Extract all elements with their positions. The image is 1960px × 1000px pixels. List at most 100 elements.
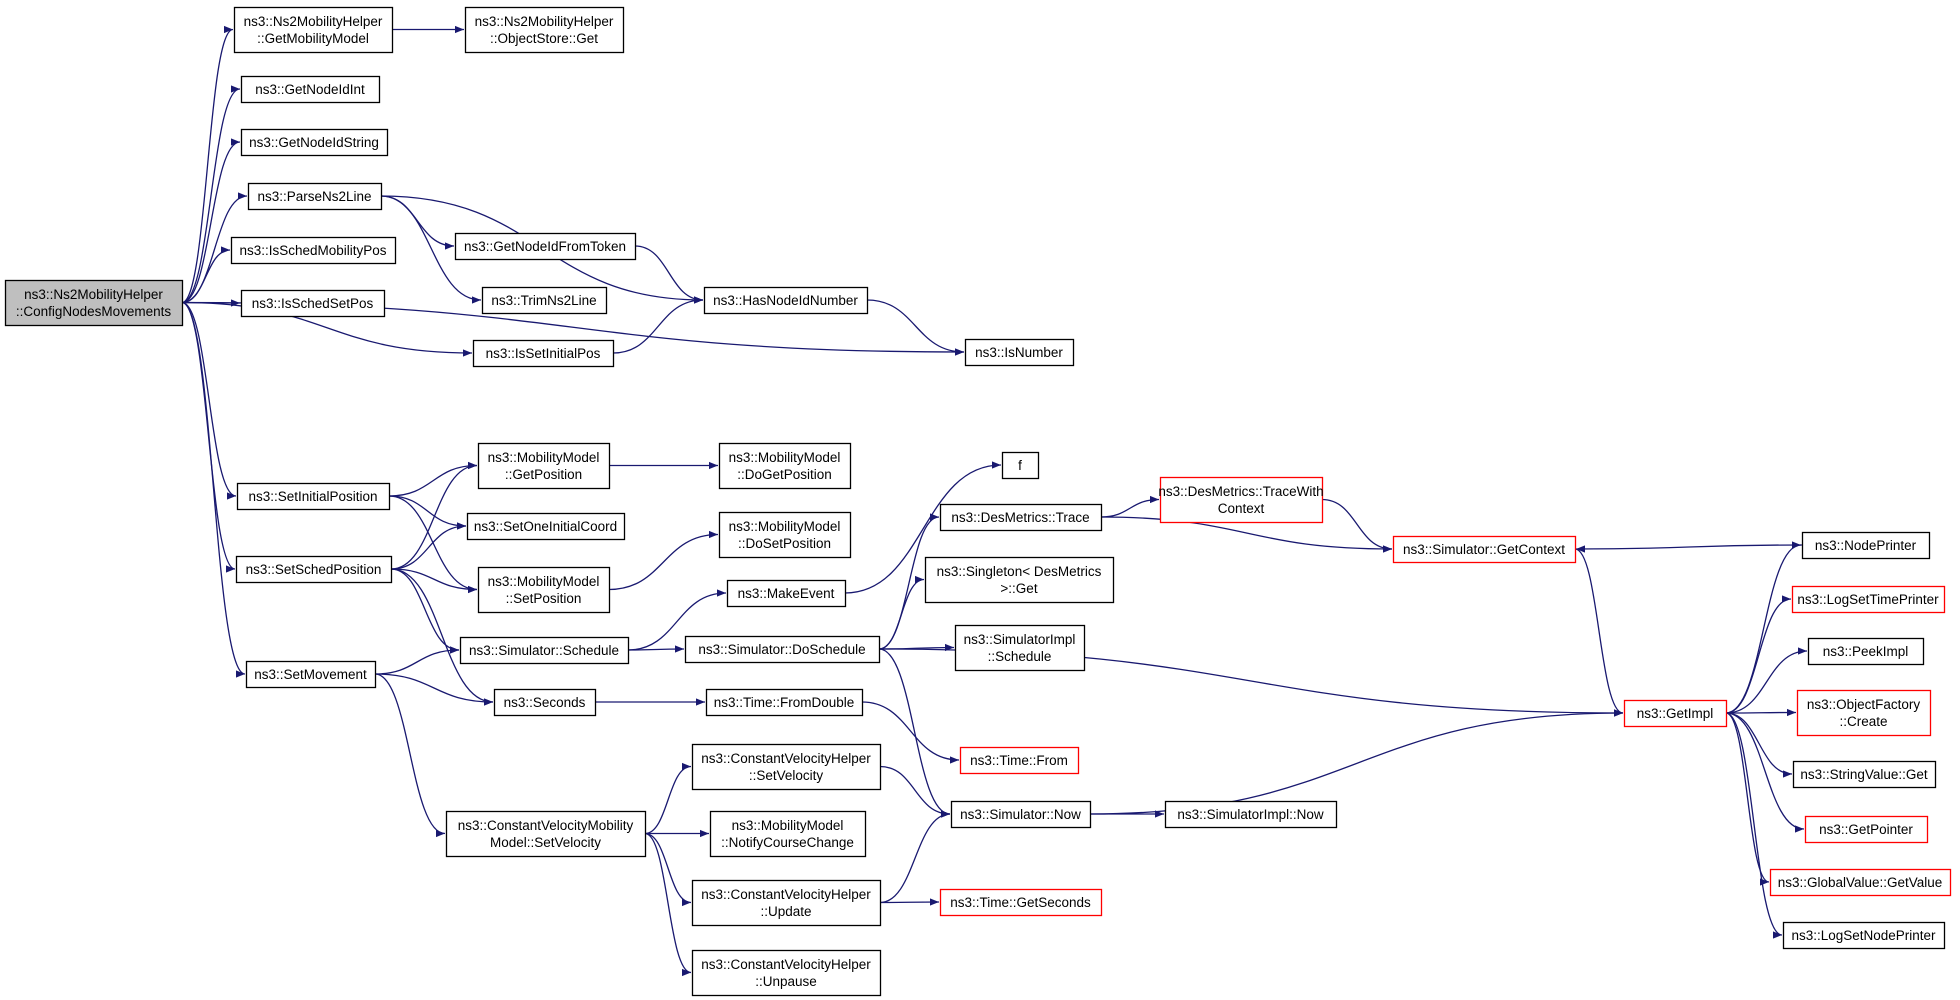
node-logSetTimePrinter[interactable]: ns3::LogSetTimePrinter bbox=[1791, 585, 1946, 614]
node-simDoSchedule[interactable]: ns3::Simulator::DoSchedule bbox=[684, 635, 881, 664]
node-box bbox=[230, 236, 397, 265]
node-setOneInitialCoord[interactable]: ns3::SetOneInitialCoord bbox=[466, 512, 626, 541]
node-cvhUnpause[interactable]: ns3::ConstantVelocityHelper::Unpause bbox=[691, 949, 882, 997]
node-logSetNodePrinter[interactable]: ns3::LogSetNodePrinter bbox=[1782, 921, 1946, 950]
node-getNodeIdFromToken[interactable]: ns3::GetNodeIdFromToken bbox=[454, 232, 637, 261]
node-label: ns3::TrimNs2Line bbox=[491, 293, 596, 308]
call-edge bbox=[390, 461, 478, 570]
node-cvmmSetVelocity[interactable]: ns3::ConstantVelocityMobilityModel::SetV… bbox=[445, 810, 647, 858]
node-nodePrinter[interactable]: ns3::NodePrinter bbox=[1801, 531, 1931, 560]
node-box bbox=[691, 949, 882, 997]
node-setSchedPosition[interactable]: ns3::SetSchedPosition bbox=[235, 555, 393, 584]
node-box bbox=[4, 279, 184, 327]
node-cvhSetVelocity[interactable]: ns3::ConstantVelocityHelper::SetVelocity bbox=[691, 743, 882, 791]
node-timeGetSeconds[interactable]: ns3::Time::GetSeconds bbox=[939, 888, 1103, 917]
node-label: ::Update bbox=[760, 904, 811, 919]
node-mmDoGetPosition[interactable]: ns3::MobilityModel::DoGetPosition bbox=[718, 442, 852, 490]
node-box bbox=[1792, 760, 1937, 789]
node-globalValueGetValue[interactable]: ns3::GlobalValue::GetValue bbox=[1769, 868, 1952, 897]
node-label: ns3::MobilityModel bbox=[488, 574, 600, 589]
node-simNow[interactable]: ns3::Simulator::Now bbox=[950, 800, 1092, 829]
node-isSchedMobilityPos[interactable]: ns3::IsSchedMobilityPos bbox=[230, 236, 397, 265]
call-edge bbox=[1725, 647, 1808, 714]
node-box bbox=[709, 810, 867, 858]
node-box bbox=[726, 579, 847, 608]
node-label: ns3::Simulator::Schedule bbox=[469, 643, 619, 658]
node-label: ::SetVelocity bbox=[749, 768, 824, 783]
node-mmNotifyCourseChange[interactable]: ns3::MobilityModel::NotifyCourseChange bbox=[709, 810, 867, 858]
node-objectStoreGet[interactable]: ns3::Ns2MobilityHelper::ObjectStore::Get bbox=[464, 6, 625, 54]
call-edge bbox=[374, 673, 494, 706]
node-objectFactoryCreate[interactable]: ns3::ObjectFactory::Create bbox=[1796, 689, 1932, 737]
node-mmSetPosition[interactable]: ns3::MobilityModel::SetPosition bbox=[477, 566, 611, 614]
call-edge bbox=[1100, 516, 1393, 553]
node-setInitialPosition[interactable]: ns3::SetInitialPosition bbox=[236, 482, 391, 511]
node-timeFrom[interactable]: ns3::Time::From bbox=[959, 746, 1080, 775]
node-box bbox=[718, 442, 852, 490]
node-box bbox=[493, 688, 597, 717]
node-trimNs2Line[interactable]: ns3::TrimNs2Line bbox=[481, 286, 608, 315]
node-singletonGet[interactable]: ns3::Singleton< DesMetrics>::Get bbox=[924, 556, 1115, 604]
node-peekImpl[interactable]: ns3::PeekImpl bbox=[1807, 637, 1925, 666]
node-box bbox=[240, 128, 389, 157]
node-box bbox=[954, 624, 1086, 672]
node-simImplNow[interactable]: ns3::SimulatorImpl::Now bbox=[1164, 800, 1338, 829]
node-simSchedule[interactable]: ns3::Simulator::Schedule bbox=[459, 636, 630, 665]
call-edge bbox=[644, 832, 692, 977]
node-parseNs2Line[interactable]: ns3::ParseNs2Line bbox=[247, 182, 383, 211]
node-getPointer[interactable]: ns3::GetPointer bbox=[1804, 815, 1929, 844]
node-label: ns3::GetImpl bbox=[1637, 706, 1714, 721]
node-box bbox=[240, 75, 381, 104]
node-stringValueGet[interactable]: ns3::StringValue::Get bbox=[1792, 760, 1937, 789]
node-label: ns3::HasNodeIdNumber bbox=[713, 293, 858, 308]
node-simImplSchedule[interactable]: ns3::SimulatorImpl::Schedule bbox=[954, 624, 1086, 672]
node-label: ns3::GetPointer bbox=[1819, 822, 1913, 837]
node-label: ::Unpause bbox=[755, 974, 817, 989]
node-isSchedSetPos[interactable]: ns3::IsSchedSetPos bbox=[240, 289, 386, 318]
call-edge bbox=[181, 138, 241, 304]
node-isNumber[interactable]: ns3::IsNumber bbox=[964, 338, 1075, 367]
node-label: ns3::SetSchedPosition bbox=[246, 562, 382, 577]
node-label: ns3::GetNodeIdString bbox=[249, 135, 379, 150]
node-setMovement[interactable]: ns3::SetMovement bbox=[245, 660, 377, 689]
call-edge bbox=[390, 568, 460, 654]
node-label: ns3::ConstantVelocityHelper bbox=[701, 751, 871, 766]
node-seconds[interactable]: ns3::Seconds bbox=[493, 688, 597, 717]
node-cvhUpdate[interactable]: ns3::ConstantVelocityHelper::Update bbox=[691, 879, 882, 927]
call-edge bbox=[879, 810, 951, 904]
node-f[interactable]: f bbox=[1001, 451, 1040, 480]
node-label: ns3::Time::From bbox=[970, 753, 1068, 768]
node-label: ns3::IsSchedMobilityPos bbox=[239, 243, 386, 258]
node-getImpl[interactable]: ns3::GetImpl bbox=[1623, 699, 1728, 728]
call-edge bbox=[634, 245, 704, 304]
node-label: ns3::LogSetTimePrinter bbox=[1797, 592, 1939, 607]
node-label: ns3::SimulatorImpl bbox=[964, 632, 1076, 647]
node-timeFromDouble[interactable]: ns3::Time::FromDouble bbox=[705, 688, 864, 717]
node-box bbox=[477, 566, 611, 614]
call-edge bbox=[879, 898, 940, 906]
node-label: ns3::Time::GetSeconds bbox=[950, 895, 1091, 910]
node-box bbox=[1782, 921, 1946, 950]
node-box bbox=[684, 635, 881, 664]
node-makeEvent[interactable]: ns3::MakeEvent bbox=[726, 579, 847, 608]
call-edge bbox=[1725, 708, 1797, 717]
node-label: ns3::MobilityModel bbox=[732, 818, 844, 833]
node-label: ns3::ConstantVelocityHelper bbox=[701, 887, 871, 902]
node-box bbox=[691, 879, 882, 927]
node-box bbox=[1164, 800, 1338, 829]
node-mmGetPosition[interactable]: ns3::MobilityModel::GetPosition bbox=[477, 442, 611, 490]
node-isSetInitialPos[interactable]: ns3::IsSetInitialPos bbox=[472, 339, 615, 368]
node-label: ::ConfigNodesMovements bbox=[16, 304, 172, 319]
call-edge bbox=[1725, 712, 1770, 886]
node-mmDoSetPosition[interactable]: ns3::MobilityModel::DoSetPosition bbox=[718, 511, 852, 559]
node-root[interactable]: ns3::Ns2MobilityHelper::ConfigNodesMovem… bbox=[4, 279, 184, 327]
node-hasNodeIdNumber[interactable]: ns3::HasNodeIdNumber bbox=[703, 286, 869, 315]
node-desMetricsTrace[interactable]: ns3::DesMetrics::Trace bbox=[939, 503, 1103, 532]
call-edge bbox=[1089, 709, 1624, 815]
node-getMobilityModel[interactable]: ns3::Ns2MobilityHelper::GetMobilityModel bbox=[233, 6, 394, 54]
node-simGetContext[interactable]: ns3::Simulator::GetContext bbox=[1392, 535, 1577, 564]
node-label: ns3::SetInitialPosition bbox=[248, 489, 377, 504]
node-getNodeIdString[interactable]: ns3::GetNodeIdString bbox=[240, 128, 389, 157]
node-getNodeIdInt[interactable]: ns3::GetNodeIdInt bbox=[240, 75, 381, 104]
